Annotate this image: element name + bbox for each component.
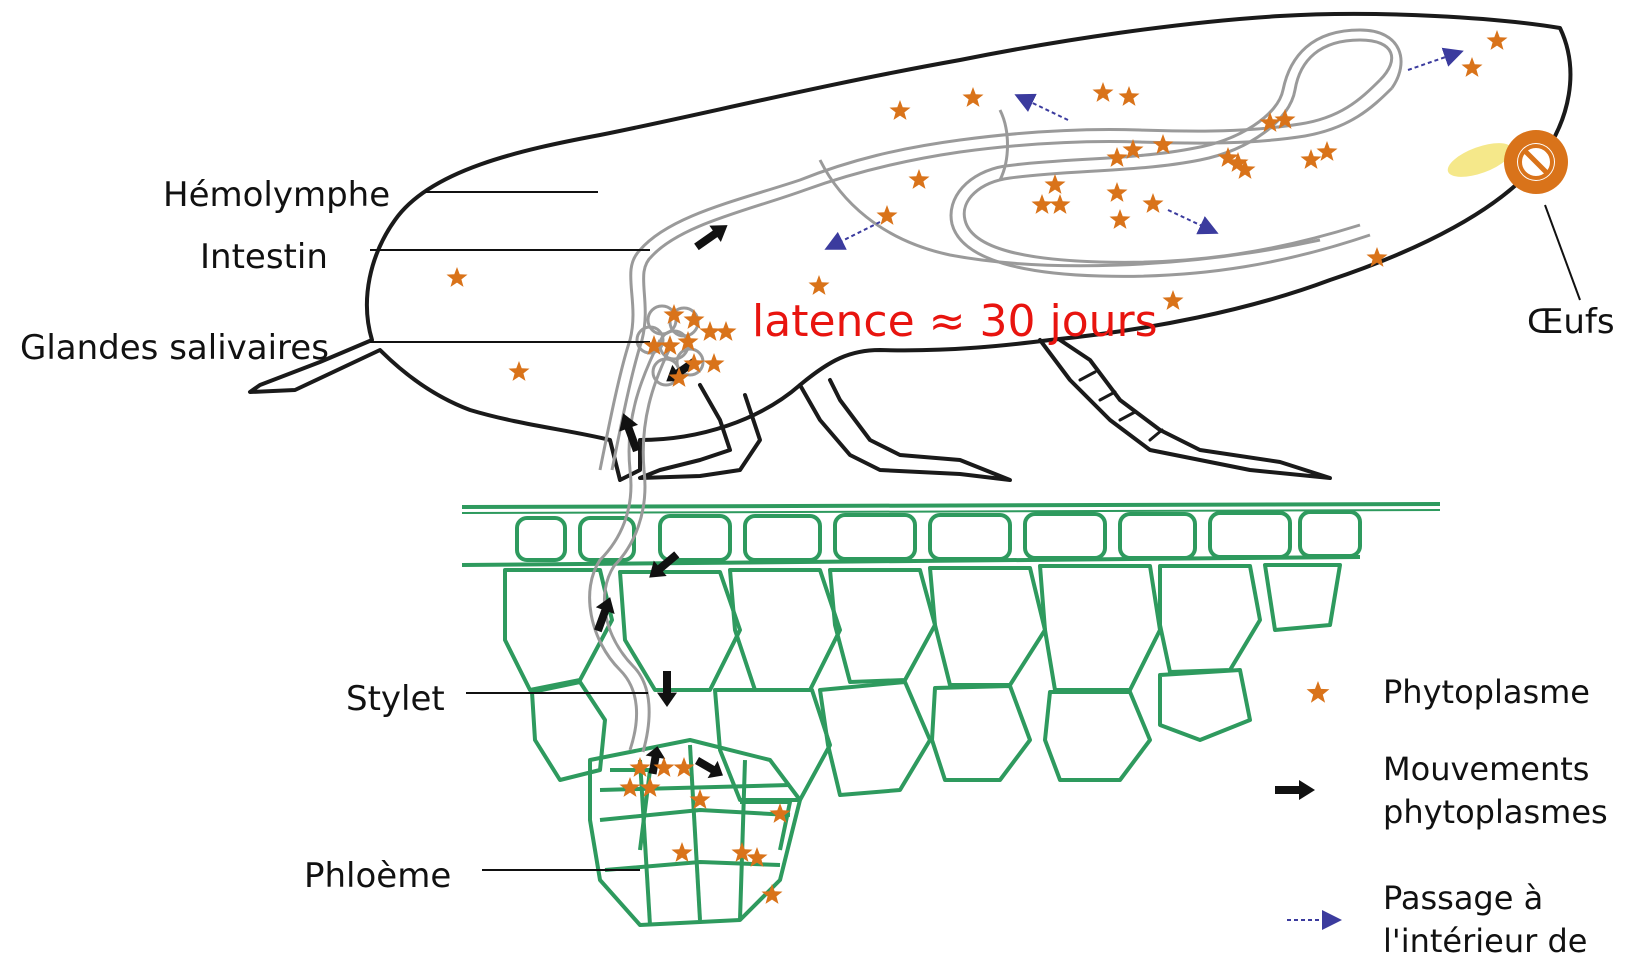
- star-icon: [1107, 147, 1128, 167]
- star-icon: [1110, 209, 1131, 229]
- star-icon: [672, 842, 693, 862]
- dashed-arrow-icon: [1168, 210, 1215, 232]
- plant-tissue: [462, 504, 1440, 925]
- star-icon: [1050, 194, 1071, 214]
- star-icon: [1487, 30, 1508, 50]
- star-icon: [762, 884, 783, 904]
- diagram-stage: Hémolymphe Intestin Glandes salivaires S…: [0, 0, 1639, 937]
- legend-passage-label-2: l'intérieur de: [1383, 921, 1587, 961]
- star-icon: [1143, 193, 1164, 213]
- star-icon: [704, 353, 725, 373]
- insect-outline: [250, 14, 1570, 480]
- legend-mouvements-label-1: Mouvements: [1383, 749, 1589, 789]
- forbidden-sign-icon: [1504, 130, 1568, 194]
- legend-star-icon: [1307, 681, 1330, 703]
- star-icon: [1093, 82, 1114, 102]
- latence-label: latence ≈ 30 jours: [752, 300, 1158, 344]
- star-icon: [1119, 86, 1140, 106]
- legend-phytoplasme-label: Phytoplasme: [1383, 672, 1590, 712]
- intestine: [600, 30, 1401, 470]
- label-hemolymphe: Hémolymphe: [163, 178, 390, 212]
- label-glandes-salivaires: Glandes salivaires: [20, 331, 329, 365]
- star-icon: [1045, 174, 1066, 194]
- epidermis-top-line: [462, 504, 1440, 507]
- leader-oeufs: [1545, 205, 1580, 300]
- dashed-arrow-icon: [828, 222, 880, 248]
- star-icon: [809, 275, 830, 295]
- star-icon: [1301, 149, 1322, 169]
- dashed-arrow-icon: [1018, 96, 1068, 120]
- star-icon: [909, 169, 930, 189]
- star-icon: [1462, 57, 1483, 77]
- solid-arrow-icon: [643, 547, 683, 585]
- epidermis-cells: [517, 512, 1360, 560]
- star-icon: [700, 321, 721, 341]
- label-intestin: Intestin: [200, 240, 328, 274]
- star-icon: [620, 777, 641, 797]
- label-phloeme: Phloème: [304, 859, 451, 893]
- dashed-arrow-icon: [1408, 52, 1460, 70]
- star-icon: [1163, 290, 1184, 310]
- leg-hind: [1040, 340, 1330, 478]
- legend-mouvements-label-2: phytoplasmes: [1383, 792, 1608, 832]
- star-icon: [963, 87, 984, 107]
- label-stylet: Stylet: [346, 682, 445, 716]
- star-icon: [509, 361, 530, 381]
- star-icon: [1107, 182, 1128, 202]
- leg-middle: [800, 380, 1010, 480]
- star-icon: [684, 309, 705, 329]
- legend-passage-label-1: Passage à: [1383, 878, 1543, 918]
- label-oeufs: Œufs: [1527, 305, 1615, 339]
- legend-arrow-icon: [1275, 780, 1315, 800]
- star-icon: [447, 267, 468, 287]
- star-icon: [716, 321, 737, 341]
- star-icon: [890, 100, 911, 120]
- star-icon: [1032, 194, 1053, 214]
- insect-body: [250, 14, 1570, 480]
- parenchyma-cells: [505, 565, 1340, 850]
- epidermis-line-2: [462, 510, 1440, 513]
